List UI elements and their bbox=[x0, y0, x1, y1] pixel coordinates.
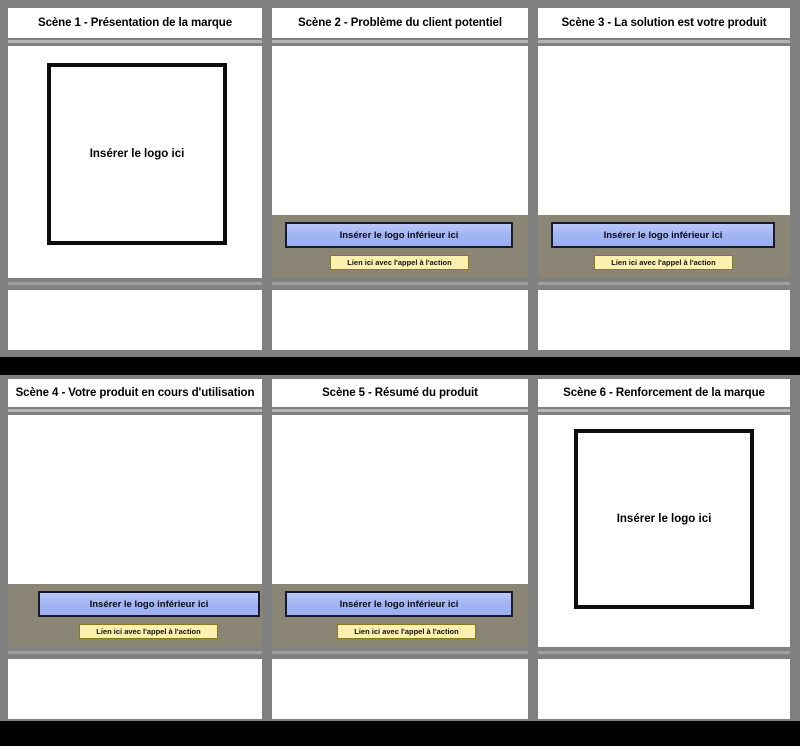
lower-logo-placeholder-4[interactable]: Insérer le logo inférieur ici bbox=[38, 591, 260, 617]
scene-title-bar-6: Scène 6 - Renforcement de la marque bbox=[538, 379, 790, 407]
scene-mid-separator-2 bbox=[272, 278, 528, 290]
logo-placeholder-label-6: Insérer le logo ici bbox=[616, 513, 712, 525]
scene-mid-separator-1 bbox=[8, 278, 262, 290]
scene-title-text-2: Scène 2 - Problème du client potentiel bbox=[298, 17, 502, 29]
scene-notes-panel-3[interactable] bbox=[538, 290, 790, 350]
scene-title-text-1: Scène 1 - Présentation de la marque bbox=[38, 17, 232, 29]
scene-title-separator-4 bbox=[8, 407, 262, 415]
scene-slide-1[interactable]: Insérer le logo ici bbox=[8, 46, 262, 278]
cta-link-label-2: Lien ici avec l'appel à l'action bbox=[347, 258, 452, 267]
cta-link-button-3[interactable]: Lien ici avec l'appel à l'action bbox=[594, 255, 733, 270]
scene-mid-separator-4 bbox=[8, 647, 262, 659]
scene-cell-4[interactable]: Scène 4 - Votre produit en cours d'utili… bbox=[8, 375, 262, 721]
scene-title-separator-5 bbox=[272, 407, 528, 415]
scene-cell-2[interactable]: Scène 2 - Problème du client potentiel I… bbox=[272, 0, 528, 357]
row-divider-band bbox=[0, 357, 800, 375]
scene-cta-band-2: Insérer le logo inférieur ici Lien ici a… bbox=[272, 215, 528, 278]
scene-title-text-4: Scène 4 - Votre produit en cours d'utili… bbox=[15, 387, 255, 399]
scene-cell-1[interactable]: Scène 1 - Présentation de la marque Insé… bbox=[8, 0, 262, 357]
scene-slide-4[interactable]: Insérer le logo inférieur ici Lien ici a… bbox=[8, 415, 262, 647]
scene-slide-3[interactable]: Insérer le logo inférieur ici Lien ici a… bbox=[538, 46, 790, 278]
lower-logo-placeholder-5[interactable]: Insérer le logo inférieur ici bbox=[285, 591, 513, 617]
scene-cell-5[interactable]: Scène 5 - Résumé du produit Insérer le l… bbox=[272, 375, 528, 721]
scene-cell-6[interactable]: Scène 6 - Renforcement de la marque Insé… bbox=[538, 375, 790, 721]
cta-link-label-3: Lien ici avec l'appel à l'action bbox=[611, 258, 716, 267]
scene-title-bar-4: Scène 4 - Votre produit en cours d'utili… bbox=[8, 379, 262, 407]
scene-mid-separator-3 bbox=[538, 278, 790, 290]
scene-title-text-6: Scène 6 - Renforcement de la marque bbox=[563, 387, 765, 399]
scene-notes-panel-6[interactable] bbox=[538, 659, 790, 719]
logo-placeholder-box-1[interactable]: Insérer le logo ici bbox=[47, 63, 227, 245]
scene-title-text-3: Scène 3 - La solution est votre produit bbox=[561, 17, 767, 29]
scene-mid-separator-6 bbox=[538, 647, 790, 659]
scene-slide-2[interactable]: Insérer le logo inférieur ici Lien ici a… bbox=[272, 46, 528, 278]
lower-logo-label-4: Insérer le logo inférieur ici bbox=[89, 598, 209, 610]
logo-placeholder-box-6[interactable]: Insérer le logo ici bbox=[574, 429, 754, 609]
cta-link-label-4: Lien ici avec l'appel à l'action bbox=[96, 627, 201, 636]
scene-title-bar-2: Scène 2 - Problème du client potentiel bbox=[272, 8, 528, 38]
scene-slide-6[interactable]: Insérer le logo ici bbox=[538, 415, 790, 647]
scene-slide-5[interactable]: Insérer le logo inférieur ici Lien ici a… bbox=[272, 415, 528, 647]
lower-logo-label-5: Insérer le logo inférieur ici bbox=[339, 598, 459, 610]
scene-notes-panel-4[interactable] bbox=[8, 659, 262, 719]
cta-link-button-4[interactable]: Lien ici avec l'appel à l'action bbox=[79, 624, 218, 639]
scene-cta-band-5: Insérer le logo inférieur ici Lien ici a… bbox=[272, 584, 528, 647]
scene-title-bar-3: Scène 3 - La solution est votre produit bbox=[538, 8, 790, 38]
scene-title-separator-1 bbox=[8, 38, 262, 46]
scene-title-separator-3 bbox=[538, 38, 790, 46]
cta-link-button-2[interactable]: Lien ici avec l'appel à l'action bbox=[330, 255, 469, 270]
cta-link-button-5[interactable]: Lien ici avec l'appel à l'action bbox=[337, 624, 476, 639]
scene-title-bar-5: Scène 5 - Résumé du produit bbox=[272, 379, 528, 407]
lower-logo-label-2: Insérer le logo inférieur ici bbox=[339, 229, 459, 241]
scene-notes-panel-2[interactable] bbox=[272, 290, 528, 350]
scene-cta-band-4: Insérer le logo inférieur ici Lien ici a… bbox=[8, 584, 262, 647]
storyboard-row-top: Scène 1 - Présentation de la marque Insé… bbox=[0, 0, 800, 357]
lower-logo-placeholder-2[interactable]: Insérer le logo inférieur ici bbox=[285, 222, 513, 248]
scene-title-text-5: Scène 5 - Résumé du produit bbox=[322, 387, 478, 399]
bottom-divider-band bbox=[0, 721, 800, 746]
cta-link-label-5: Lien ici avec l'appel à l'action bbox=[354, 627, 459, 636]
lower-logo-label-3: Insérer le logo inférieur ici bbox=[603, 229, 723, 241]
logo-placeholder-label-1: Insérer le logo ici bbox=[89, 148, 185, 160]
scene-cta-band-3: Insérer le logo inférieur ici Lien ici a… bbox=[538, 215, 790, 278]
lower-logo-placeholder-3[interactable]: Insérer le logo inférieur ici bbox=[551, 222, 775, 248]
scene-title-separator-6 bbox=[538, 407, 790, 415]
scene-notes-panel-5[interactable] bbox=[272, 659, 528, 719]
scene-title-bar-1: Scène 1 - Présentation de la marque bbox=[8, 8, 262, 38]
storyboard-row-bottom: Scène 4 - Votre produit en cours d'utili… bbox=[0, 375, 800, 721]
scene-title-separator-2 bbox=[272, 38, 528, 46]
scene-notes-panel-1[interactable] bbox=[8, 290, 262, 350]
scene-mid-separator-5 bbox=[272, 647, 528, 659]
scene-cell-3[interactable]: Scène 3 - La solution est votre produit … bbox=[538, 0, 790, 357]
